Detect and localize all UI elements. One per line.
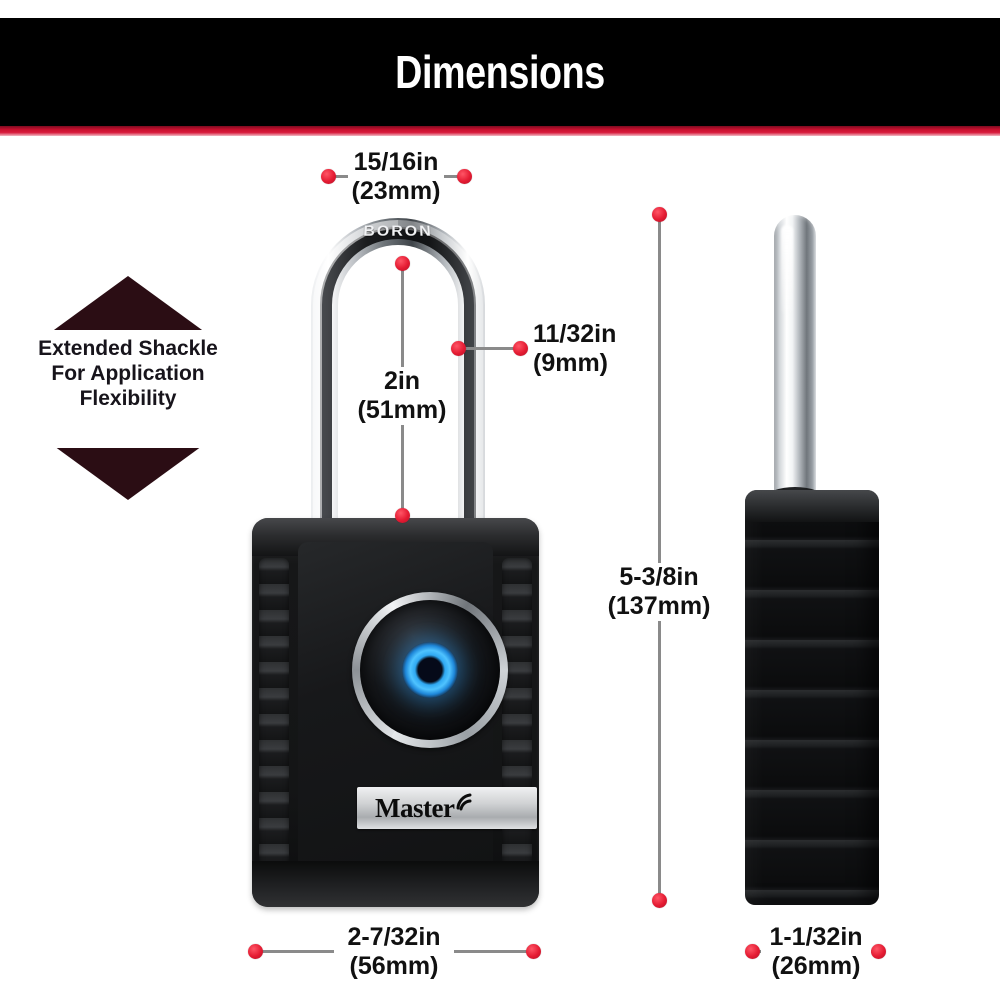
dim-value-inches: 5-3/8in: [619, 563, 699, 591]
shackle-side-highlight: [781, 225, 793, 315]
feature-badge-text: Extended Shackle For Application Flexibi…: [28, 336, 228, 411]
dim-dot-top: [394, 255, 410, 271]
dimension-label-overall-height: 5-3/8in (137mm): [602, 563, 716, 621]
padlock-body-side: [745, 490, 879, 905]
dim-dot-left: [247, 943, 263, 959]
body-grip-left: [259, 558, 289, 870]
dim-value-inches: 1-1/32in: [769, 923, 863, 951]
dim-line-right: [443, 949, 533, 953]
dim-value-inches: 2-7/32in: [347, 923, 441, 951]
padlock-side-view: [742, 215, 882, 905]
dim-value-metric: (137mm): [607, 592, 711, 620]
padlock-body-front: Master: [252, 518, 539, 907]
dim-value-inches: 2in: [383, 367, 421, 395]
dimension-label-body-depth: 1-1/32in (26mm): [761, 923, 871, 981]
dim-dot-top: [651, 206, 667, 222]
diamond-shape-icon: [28, 276, 228, 500]
dim-dot-left: [320, 168, 336, 184]
dim-value-metric: (51mm): [357, 396, 447, 424]
wireless-signal-icon: [455, 791, 477, 813]
header-banner: Dimensions: [0, 18, 1000, 126]
dim-dot-right: [870, 943, 886, 959]
dimension-label-body-width: 2-7/32in (56mm): [334, 923, 454, 981]
dimension-label-shackle-diameter: 11/32in (9mm): [533, 320, 637, 378]
shackle-front: BORON: [298, 205, 498, 535]
dim-line-left: [255, 949, 352, 953]
dim-value-metric: (26mm): [771, 952, 861, 980]
dim-value-metric: (23mm): [351, 177, 441, 205]
dim-line-horizontal: [458, 346, 520, 350]
led-indicator-ring: [402, 642, 458, 698]
dial-face[interactable]: [360, 600, 500, 740]
dim-value-metric: (56mm): [349, 952, 439, 980]
dim-value-inches: 11/32in: [533, 320, 617, 348]
dim-dot-right: [525, 943, 541, 959]
dim-dot-right: [512, 340, 528, 356]
brand-logo-plate: Master: [357, 787, 537, 829]
page-title: Dimensions: [395, 46, 605, 98]
badge-line-2: For Application: [51, 362, 205, 385]
dim-dot-bottom: [651, 892, 667, 908]
header-red-rule: [0, 126, 1000, 136]
padlock-front-view: BORON Master: [248, 205, 540, 907]
dim-value-inches: 15/16in: [353, 148, 439, 176]
dim-dot-left: [744, 943, 760, 959]
feature-badge: Extended Shackle For Application Flexibi…: [28, 268, 228, 508]
badge-line-3: Flexibility: [79, 387, 177, 410]
dim-value-metric: (9mm): [533, 349, 609, 377]
dim-dot-bottom: [394, 507, 410, 523]
dial-outer-ring[interactable]: [352, 592, 508, 748]
badge-line-1: Extended Shackle: [38, 337, 218, 360]
body-side-top-bevel: [745, 490, 879, 522]
brand-name-label: Master: [375, 792, 455, 823]
shackle-outline-icon: [311, 218, 485, 535]
body-bottom-bevel: [252, 861, 539, 907]
dimension-label-shackle-width: 15/16in (23mm): [348, 148, 444, 206]
shackle-engraving-label: BORON: [362, 223, 434, 240]
dim-line-vertical: [657, 214, 661, 900]
dim-dot-right: [456, 168, 472, 184]
dimension-label-shackle-clearance: 2in (51mm): [352, 367, 452, 425]
dim-line-right: [428, 174, 464, 178]
dim-dot-left: [450, 340, 466, 356]
